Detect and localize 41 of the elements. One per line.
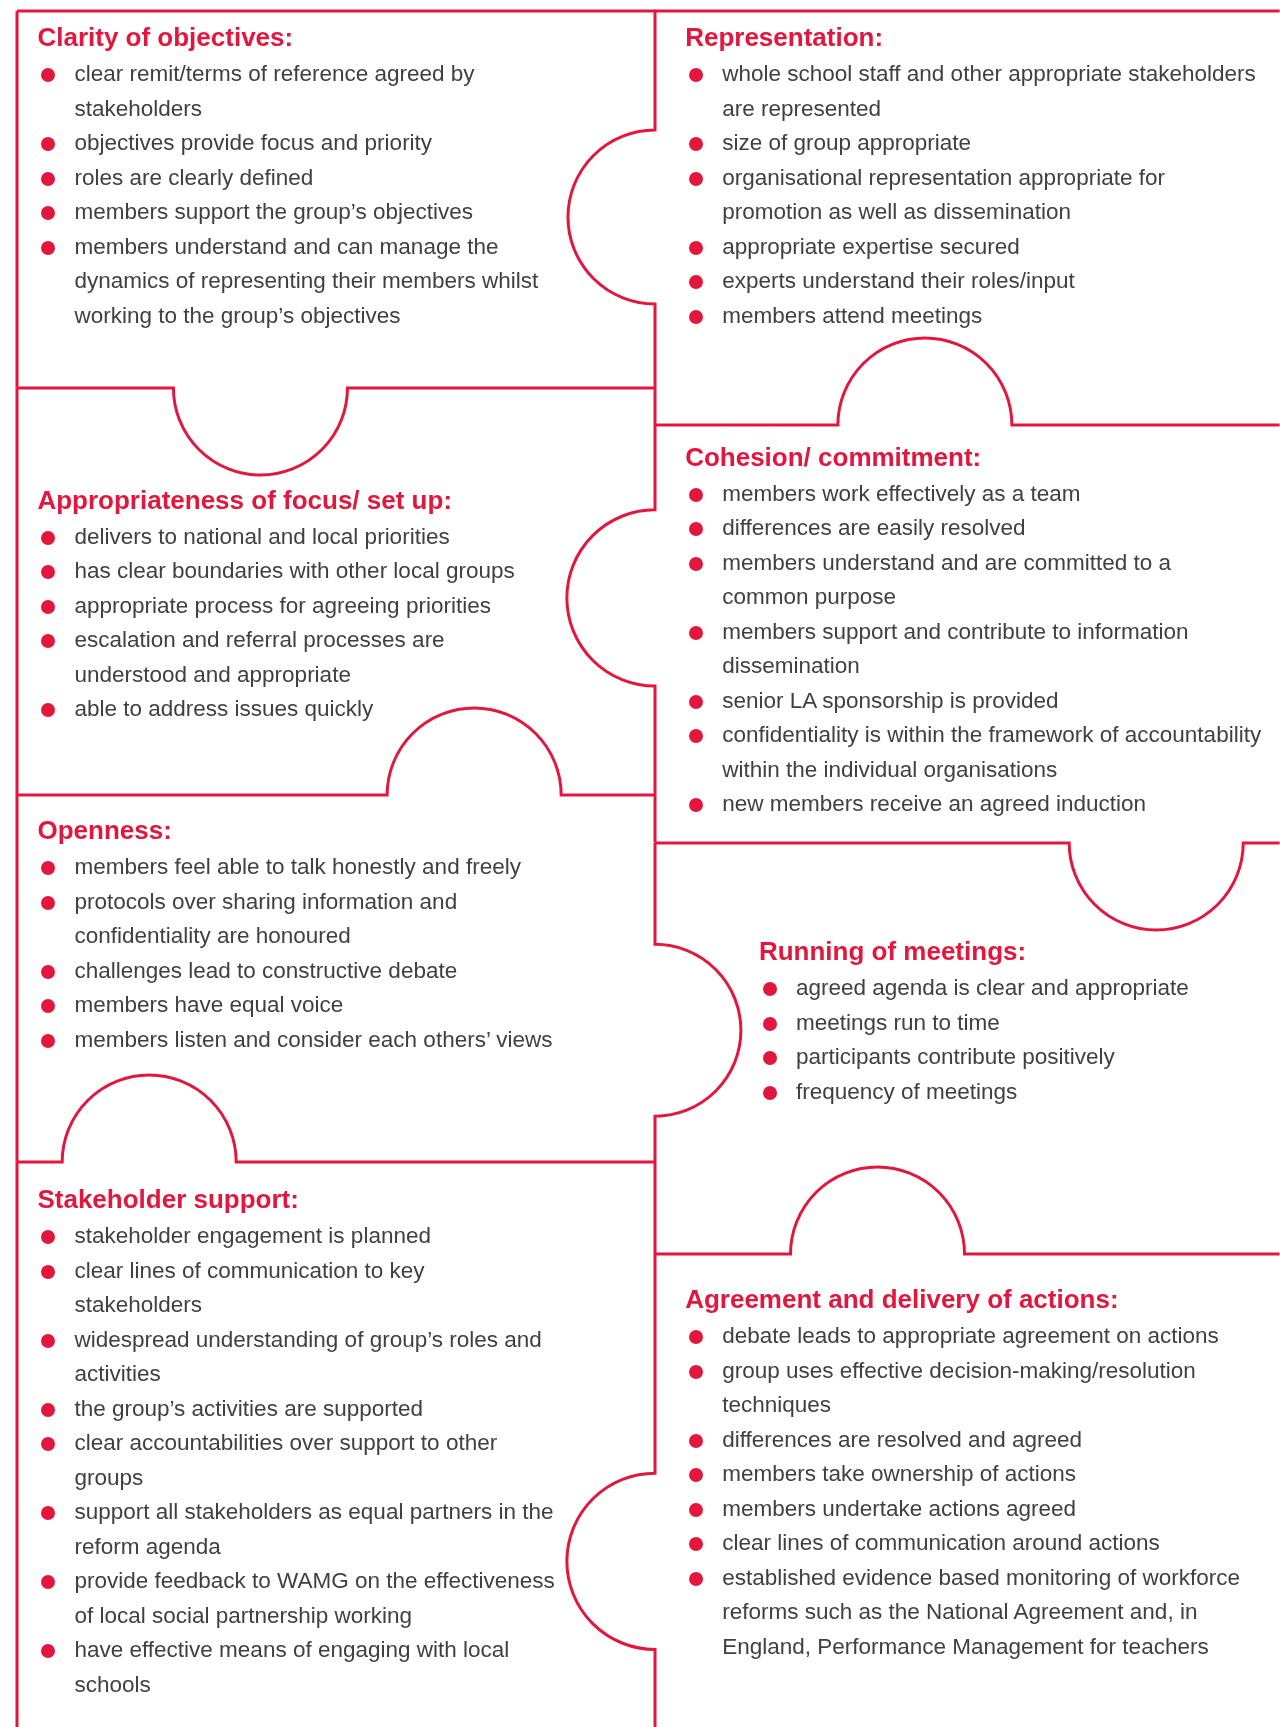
bullet-item: has clear boundaries with other local groups bbox=[37, 554, 556, 589]
bullet-item: meetings run to time bbox=[758, 1005, 1266, 1041]
bullet-item: experts understand their roles/input bbox=[685, 264, 1258, 299]
section-heading: Agreement and delivery of actions: bbox=[685, 1284, 1120, 1316]
bullet-item: clear lines of communication around actions bbox=[685, 1526, 1264, 1561]
bullet-item: stakeholder engagement is planned bbox=[37, 1219, 556, 1254]
bullet-item: size of group appropriate bbox=[685, 126, 1258, 161]
bullet-item: able to address issues quickly bbox=[37, 692, 556, 727]
bullet-item: members feel able to talk honestly and freely bbox=[37, 850, 589, 885]
bullet-item: participants contribute positively bbox=[758, 1040, 1266, 1075]
bullet-item: challenges lead to constructive debate bbox=[37, 953, 589, 989]
section-heading: Clarity of objectives: bbox=[37, 22, 295, 53]
bullet-item: established evidence based monitoring of workforce reforms such as the National Agreement and, in England, Performance Management for teachers bbox=[685, 1560, 1264, 1665]
bullet-item: members have equal voice bbox=[37, 988, 589, 1023]
bullet-item: members undertake actions agreed bbox=[685, 1491, 1264, 1527]
section-heading: Running of meetings: bbox=[758, 936, 1028, 968]
bullet-item: new members receive an agreed induction bbox=[685, 787, 1264, 822]
bullet-item: appropriate process for agreeing priorities bbox=[37, 588, 556, 624]
bullet-item: differences are resolved and agreed bbox=[685, 1422, 1264, 1458]
bullet-item: roles are clearly defined bbox=[37, 160, 556, 195]
bullet-item: members support the group’s objectives bbox=[37, 195, 556, 230]
bullet-item: objectives provide focus and priority bbox=[37, 126, 556, 161]
section-heading: Appropriateness of focus/ set up: bbox=[37, 484, 454, 516]
bullet-item: differences are easily resolved bbox=[685, 511, 1264, 546]
bullet-item: members understand and can manage the dynamics of representing their members whilst working to the group’s objectives bbox=[37, 229, 556, 333]
bullet-item: members attend meetings bbox=[685, 298, 1258, 333]
bullet-item: the group’s activities are supported bbox=[37, 1391, 556, 1427]
bullet-item: debate leads to appropriate agreement on actions bbox=[685, 1319, 1264, 1354]
bullet-item: members work effectively as a team bbox=[685, 476, 1264, 512]
section-heading: Representation: bbox=[685, 22, 885, 53]
bullet-item: members listen and consider each others’ views bbox=[37, 1022, 589, 1058]
bullet-item: appropriate expertise secured bbox=[685, 229, 1258, 264]
bullet-item: senior LA sponsorship is provided bbox=[685, 683, 1264, 719]
bullet-item: delivers to national and local priorities bbox=[37, 519, 556, 555]
bullet-item: agreed agenda is clear and appropriate bbox=[758, 971, 1266, 1006]
bullet-item: members take ownership of actions bbox=[685, 1457, 1264, 1492]
section-heading: Openness: bbox=[37, 815, 173, 847]
bullet-item: have effective means of engaging with local schools bbox=[37, 1633, 556, 1703]
section-heading: Cohesion/ commitment: bbox=[685, 441, 983, 473]
bullet-item: frequency of meetings bbox=[758, 1074, 1266, 1110]
section-heading: Stakeholder support: bbox=[37, 1184, 300, 1216]
